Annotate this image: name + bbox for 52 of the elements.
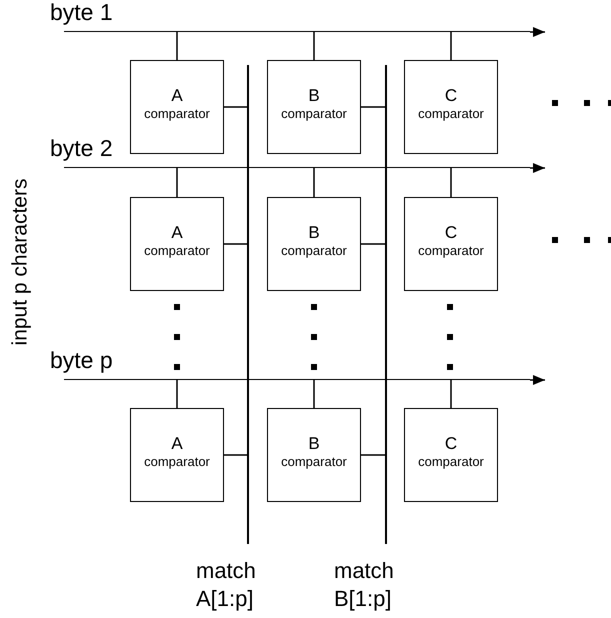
comparator-box: [267, 60, 361, 154]
comparator-letter: A: [171, 223, 183, 243]
comparator-box: [130, 60, 224, 154]
comparator-box: [267, 408, 361, 502]
connector-line: [361, 243, 385, 245]
arrow: [530, 163, 545, 173]
comparator-label: comparator: [144, 454, 210, 470]
comparator-box: [130, 197, 224, 291]
comparator-letter: C: [444, 434, 458, 454]
comparator-label: comparator: [281, 454, 347, 470]
comparator-letter: C: [444, 223, 458, 243]
bus-line: [50, 0, 530, 32]
comparator-letter: A: [171, 86, 183, 106]
comparator-label: comparator: [281, 243, 347, 259]
bus-label: byte 1: [50, 0, 113, 25]
comparator-letter: B: [308, 86, 320, 106]
connector-line: [176, 380, 178, 408]
connector-line: [176, 32, 178, 60]
comparator-label: comparator: [144, 243, 210, 259]
signal-label: match A[1:p]: [196, 557, 257, 613]
arrow: [530, 27, 545, 37]
comparator-label: comparator: [418, 243, 484, 259]
signal-label: match B[1:p]: [334, 557, 395, 613]
connector-line: [224, 454, 247, 456]
comparator-letter: B: [308, 434, 320, 454]
connector-line: [450, 380, 452, 408]
connector-line: [313, 32, 315, 60]
connector-line: [450, 32, 452, 60]
comparator-label: comparator: [418, 106, 484, 122]
comparator-box: [404, 408, 498, 502]
connector-line: [313, 380, 315, 408]
comparator-label: comparator: [418, 454, 484, 470]
comparator-box: [404, 197, 498, 291]
comparator-label: comparator: [281, 106, 347, 122]
comparator-box: [267, 197, 361, 291]
connector-line: [224, 243, 247, 245]
comparator-letter: B: [308, 223, 320, 243]
connector-line: [313, 168, 315, 197]
connector-line: [361, 106, 385, 108]
comparator-letter: C: [444, 86, 458, 106]
bus-label: byte 2: [50, 135, 113, 161]
comparator-box: [130, 408, 224, 502]
bus-label: byte p: [50, 347, 113, 373]
arrow: [530, 375, 545, 385]
comparator-label: comparator: [144, 106, 210, 122]
connector-line: [224, 106, 247, 108]
comparator-box: [404, 60, 498, 154]
axis-label: input p characters: [8, 178, 32, 346]
connector-line: [450, 168, 452, 197]
connector-line: [361, 454, 385, 456]
comparator-letter: A: [171, 434, 183, 454]
connector-line: [176, 168, 178, 197]
